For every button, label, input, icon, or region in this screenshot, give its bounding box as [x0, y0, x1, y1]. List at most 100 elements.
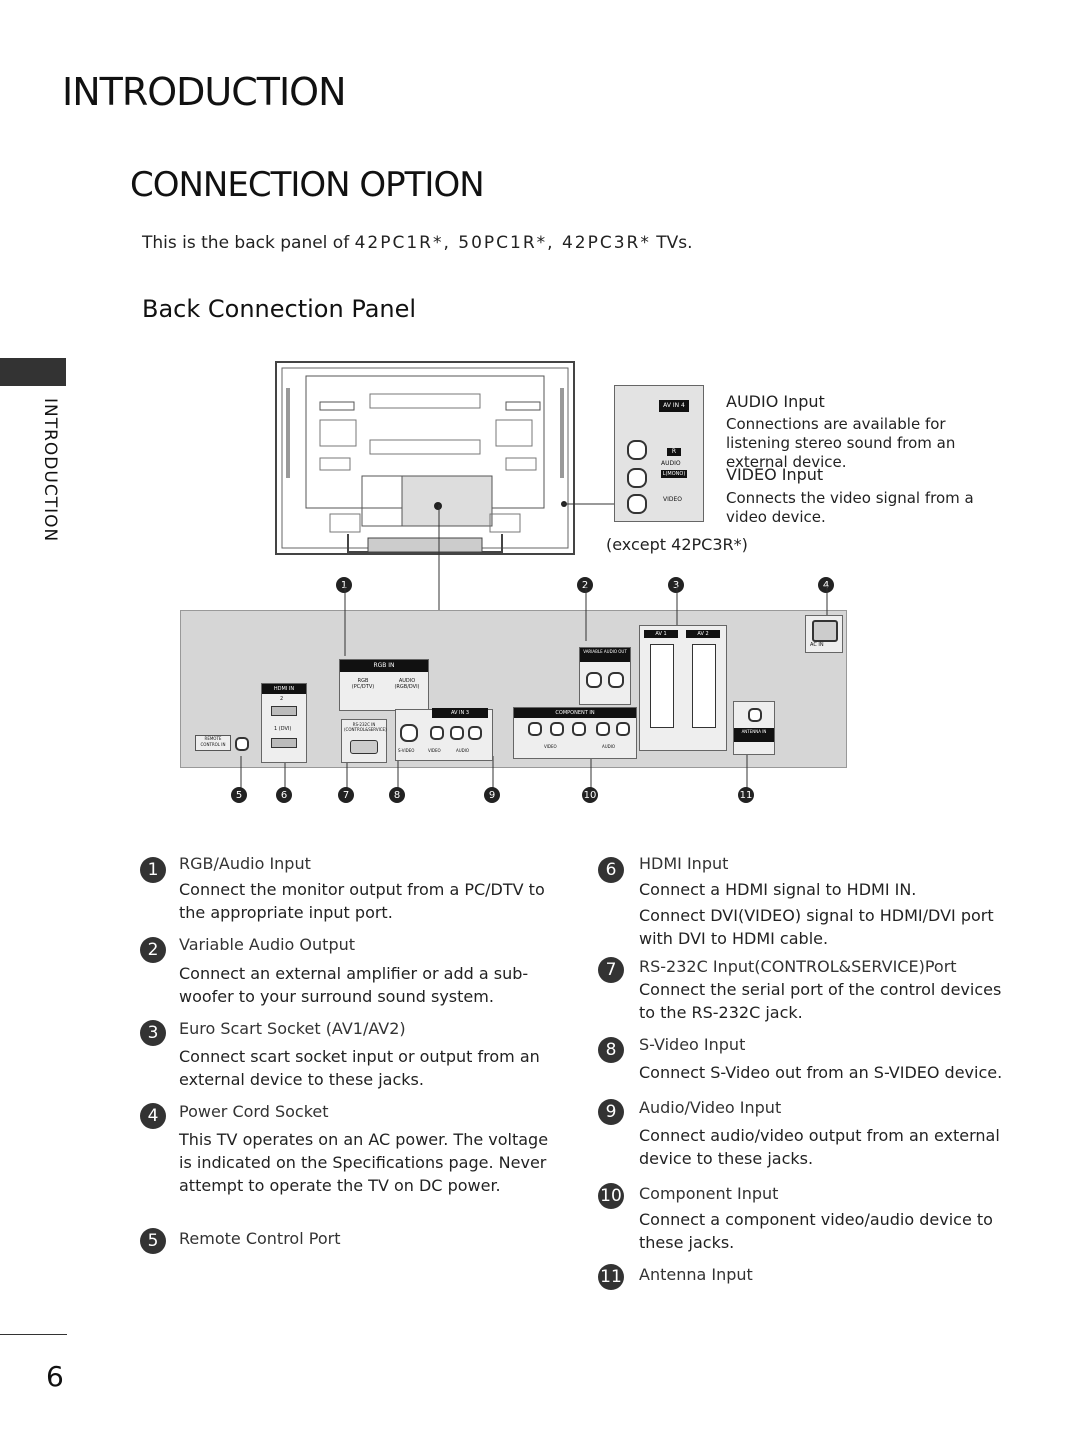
marker-4: 4: [818, 577, 834, 593]
intro-prefix: This is the back panel of: [142, 233, 355, 253]
hdmi-1-label: 1 (DVI): [274, 726, 292, 732]
rs232-block: RS-232C IN (CONTROL&SERVICE): [341, 719, 387, 763]
audio3-label: AUDIO: [456, 748, 470, 753]
comp-l-jack[interactable]: [596, 722, 610, 736]
item-title-rgb: RGB/Audio Input: [179, 854, 311, 873]
marker-9: 9: [484, 787, 500, 803]
video-input-desc: Connects the video signal from a video d…: [726, 489, 974, 526]
comp-y-jack[interactable]: [528, 722, 542, 736]
ac-in-label: AC IN: [810, 642, 824, 648]
item-title-scart: Euro Scart Socket (AV1/AV2): [179, 1019, 406, 1038]
var-r-jack[interactable]: [608, 672, 624, 688]
item-badge-11: 11: [598, 1264, 624, 1290]
item-desc-av: Connect audio/video output from an exter…: [639, 1126, 1000, 1168]
r-label: R: [667, 448, 681, 456]
model-list: 42PC1R*, 50PC1R*, 42PC3R*: [354, 233, 651, 253]
tv-back-illustration: [275, 361, 575, 555]
marker-8: 8: [389, 787, 405, 803]
item-desc-component: Connect a component video/audio device t…: [639, 1210, 993, 1252]
rs232-label: RS-232C IN (CONTROL&SERVICE): [344, 722, 387, 732]
component-in-label: COMPONENT IN: [514, 708, 636, 718]
item-badge-4: 4: [140, 1103, 166, 1129]
item-badge-8: 8: [598, 1037, 624, 1063]
scart-block: AV 1 AV 2: [639, 625, 727, 751]
item-desc-rgb: Connect the monitor output from a PC/DTV…: [179, 880, 545, 922]
audio-input-title: AUDIO Input: [726, 392, 825, 411]
item-title-power: Power Cord Socket: [179, 1102, 329, 1121]
item-title-remote: Remote Control Port: [179, 1229, 341, 1248]
audio3-r-jack[interactable]: [468, 726, 482, 740]
item-desc2-hdmi: Connect DVI(VIDEO) signal to HDMI/DVI po…: [639, 906, 994, 948]
page-title: CONNECTION OPTION: [130, 165, 485, 205]
video-lbl: VIDEO: [663, 496, 683, 503]
comp-video-label: VIDEO: [544, 744, 557, 749]
rgb-in-label: RGB IN: [340, 660, 428, 672]
item-title-variable: Variable Audio Output: [179, 935, 356, 954]
rgb-pc-label: RGB (PC/DTV): [351, 678, 375, 690]
antenna-label: ANTENNA IN: [734, 728, 774, 742]
intro-suffix: TVs.: [650, 233, 693, 253]
var-l-jack[interactable]: [586, 672, 602, 688]
side-tab-marker: [0, 358, 66, 386]
av-in3-label: AV IN 3: [432, 708, 488, 718]
leader-line-side: [562, 503, 624, 505]
comp-r-jack[interactable]: [616, 722, 630, 736]
marker-3: 3: [668, 577, 684, 593]
subhead: Back Connection Panel: [142, 295, 417, 323]
back-panel: RGB IN RGB (PC/DTV) AUDIO (RGB/DVI) RS-2…: [180, 586, 847, 791]
item-desc-scart: Connect scart socket input or output fro…: [179, 1047, 540, 1089]
item-desc-rs232: Connect the serial port of the control d…: [639, 980, 1002, 1022]
item-badge-2: 2: [140, 937, 166, 963]
ac-in-block: AC IN: [805, 615, 843, 653]
item-badge-5: 5: [140, 1228, 166, 1254]
hdmi-2-port[interactable]: [271, 706, 297, 716]
item-badge-7: 7: [598, 957, 624, 983]
variable-audio-block: VARIABLE AUDIO OUT: [579, 647, 631, 705]
item-title-component: Component Input: [639, 1184, 779, 1203]
svideo-label: S-VIDEO: [398, 748, 415, 753]
comp-pr-jack[interactable]: [572, 722, 586, 736]
item-title-antenna: Antenna Input: [639, 1265, 753, 1284]
antenna-jack[interactable]: [748, 708, 762, 722]
scart-av2-socket[interactable]: [692, 644, 716, 728]
antenna-block: ANTENNA IN: [733, 701, 775, 755]
except-note: (except 42PC3R*): [606, 535, 748, 554]
item-badge-6: 6: [598, 857, 624, 883]
item-desc-power: This TV operates on an AC power. The vol…: [179, 1130, 549, 1195]
av1-label: AV 1: [644, 630, 678, 638]
rs232-port[interactable]: [350, 740, 378, 754]
item-title-hdmi: HDMI Input: [639, 854, 729, 873]
scart-av1-socket[interactable]: [650, 644, 674, 728]
item-title-svideo: S-Video Input: [639, 1035, 746, 1054]
audio-l-jack[interactable]: [627, 468, 647, 488]
av-in3-block: AV IN 3 S-VIDEO VIDEO AUDIO: [395, 708, 493, 761]
comp-audio-label: AUDIO: [602, 744, 616, 749]
remote-control-port[interactable]: [235, 737, 249, 751]
hdmi-block: HDMI IN 2 1 (DVI): [261, 683, 307, 763]
item-desc-svideo: Connect S-Video out from an S-VIDEO devi…: [639, 1063, 1003, 1082]
hdmi-1-port[interactable]: [271, 738, 297, 748]
item-title-rs232: RS-232C Input(CONTROL&SERVICE)Port: [639, 957, 957, 976]
audio-r-jack[interactable]: [627, 440, 647, 460]
marker-6: 6: [276, 787, 292, 803]
power-cord-socket[interactable]: [812, 620, 838, 642]
video3-jack[interactable]: [430, 726, 444, 740]
audio-rgb-label: AUDIO (RGB/DVI): [394, 678, 420, 690]
marker-2: 2: [577, 577, 593, 593]
video-label: VIDEO: [428, 748, 441, 753]
video-jack[interactable]: [627, 494, 647, 514]
av2-label: AV 2: [686, 630, 720, 638]
remote-label: REMOTE CONTROL IN: [195, 735, 231, 751]
comp-pb-jack[interactable]: [550, 722, 564, 736]
marker-10: 10: [582, 787, 598, 803]
item-badge-10: 10: [598, 1183, 624, 1209]
audio3-l-jack[interactable]: [450, 726, 464, 740]
marker-11: 11: [738, 787, 754, 803]
intro-line: This is the back panel of 42PC1R*, 50PC1…: [142, 233, 693, 253]
footer-rule: [0, 1334, 67, 1335]
svideo-jack[interactable]: [400, 724, 418, 742]
variable-label: VARIABLE AUDIO OUT: [580, 648, 630, 662]
av-in4-label: AV IN 4: [659, 400, 689, 412]
item-desc-hdmi: Connect a HDMI signal to HDMI IN.: [639, 880, 917, 899]
component-block: COMPONENT IN VIDEO AUDIO: [513, 707, 637, 759]
